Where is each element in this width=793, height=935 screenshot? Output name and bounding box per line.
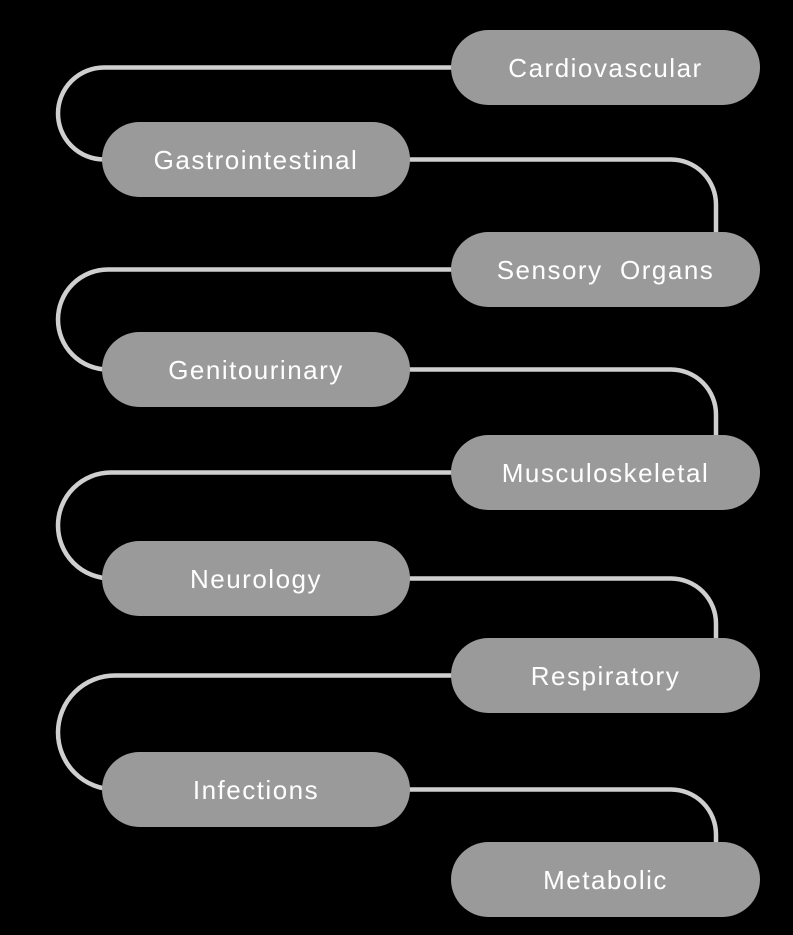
connector-musculoskeletal-neurology [55, 470, 460, 581]
connector-infections-metabolic [405, 787, 719, 848]
node-musculoskeletal-label: Musculoskeletal [501, 458, 710, 488]
node-neurology: Neurology [102, 541, 410, 616]
node-genitourinary: Genitourinary [102, 332, 410, 407]
node-sensory-organs-label: Sensory Organs [496, 255, 715, 285]
node-metabolic: Metabolic [451, 842, 760, 917]
node-infections: Infections [102, 752, 410, 827]
node-respiratory: Respiratory [451, 638, 760, 713]
connector-gastrointestinal-sensory-organs [405, 157, 719, 238]
node-sensory-organs: Sensory Organs [451, 232, 760, 307]
node-genitourinary-label: Genitourinary [168, 355, 344, 385]
node-infections-label: Infections [192, 775, 320, 805]
connector-sensory-organs-genitourinary [55, 267, 460, 372]
connector-respiratory-infections [55, 673, 460, 792]
node-musculoskeletal: Musculoskeletal [451, 435, 760, 510]
node-cardiovascular: Cardiovascular [451, 30, 760, 105]
connector-cardiovascular-gastrointestinal [55, 65, 460, 162]
node-gastrointestinal: Gastrointestinal [102, 122, 410, 197]
node-metabolic-label: Metabolic [543, 865, 668, 895]
node-cardiovascular-label: Cardiovascular [508, 53, 703, 83]
node-respiratory-label: Respiratory [530, 661, 681, 691]
node-gastrointestinal-label: Gastrointestinal [153, 145, 359, 175]
connector-genitourinary-musculoskeletal [405, 367, 719, 441]
node-neurology-label: Neurology [189, 564, 322, 594]
connector-neurology-respiratory [405, 576, 719, 644]
